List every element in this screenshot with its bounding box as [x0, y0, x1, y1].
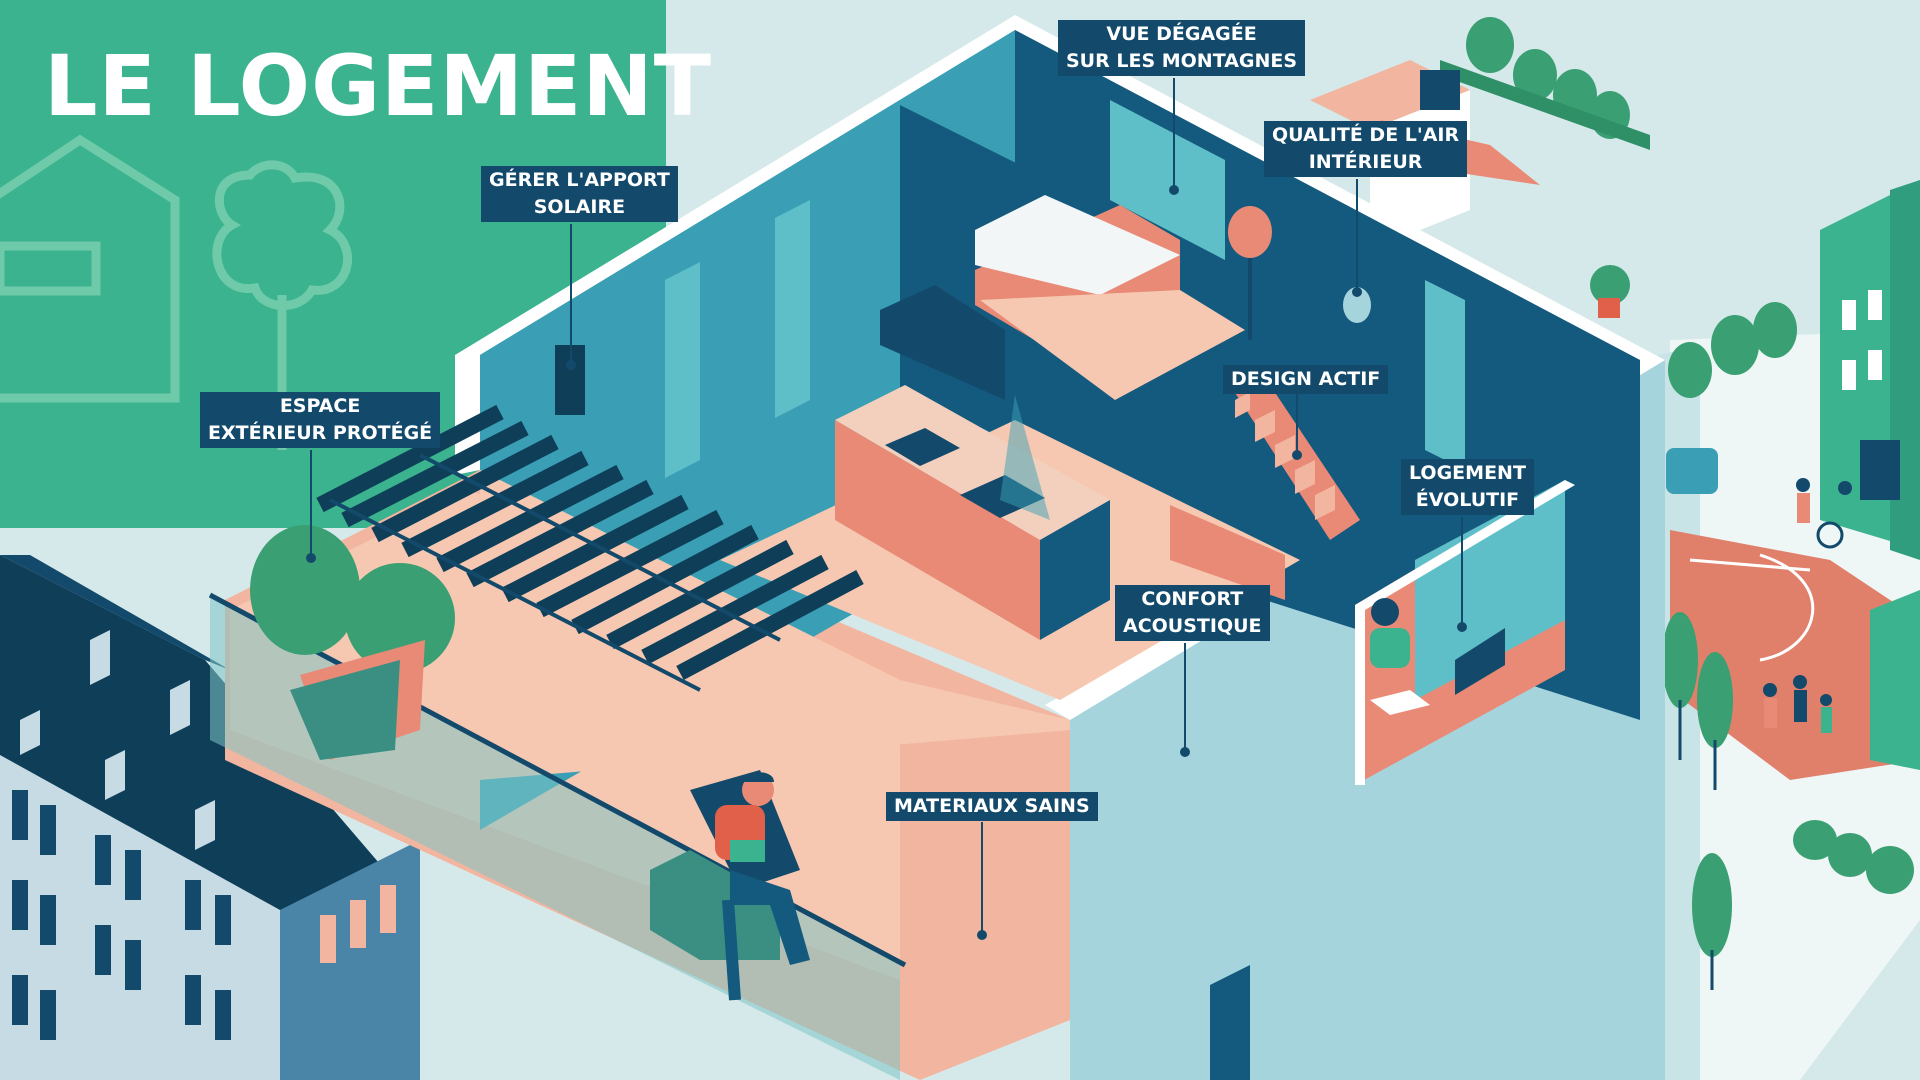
label-confort-line-2: ACOUSTIQUE	[1123, 615, 1262, 637]
label-espace-line-1: ESPACE	[279, 395, 361, 417]
label-espace-exterieur: ESPACE EXTÉRIEUR PROTÉGÉ	[200, 392, 441, 448]
kitchen-counter-front	[835, 420, 1040, 640]
label-vue-line-2: SUR LES MONTAGNES	[1066, 50, 1298, 72]
upper-cabinet	[880, 285, 1005, 400]
label-design-actif: DESIGN ACTIF	[1223, 365, 1389, 394]
potted-plant-terrace	[250, 525, 455, 760]
pergola-beams	[329, 453, 781, 692]
label-gerer-apport-solaire: GÉRER L'APPORT SOLAIRE	[481, 166, 678, 222]
living-window-1	[665, 262, 700, 478]
bed-mattress	[975, 195, 1180, 295]
bedroom-window	[1110, 100, 1225, 260]
trees-street	[1662, 612, 1733, 990]
label-vue-degagee: VUE DÉGAGÉE SUR LES MONTAGNES	[1058, 20, 1306, 76]
solar-shade	[555, 345, 585, 415]
green-building-windows	[1842, 290, 1900, 500]
label-design-line-1: DESIGN ACTIF	[1231, 368, 1381, 390]
kitchen-sink	[885, 428, 960, 466]
label-evolutif-line-1: LOGEMENT	[1409, 462, 1526, 484]
floor-lamp-shade	[1228, 206, 1272, 258]
house-outline-icon	[0, 134, 180, 403]
kitchen-counter-side	[1040, 500, 1110, 640]
bed-platform-floor	[980, 290, 1245, 400]
haussmann-roof-top	[0, 555, 230, 670]
basketball-court	[1670, 530, 1920, 780]
exterior-door	[1210, 965, 1250, 1080]
office-frame	[1355, 480, 1575, 785]
haussmann-dormers	[20, 630, 215, 850]
label-air-line-2: INTÉRIEUR	[1308, 151, 1423, 173]
building-front-wall	[455, 355, 480, 475]
people-street	[1763, 478, 1852, 733]
label-confort-acoustique: CONFORT ACOUSTIQUE	[1115, 585, 1270, 641]
page-title: LE LOGEMENT	[44, 37, 712, 135]
man-reading	[650, 770, 810, 1001]
air-vent-icon	[1343, 287, 1371, 323]
stair-landing-wall	[1170, 505, 1285, 600]
hedge-top-right	[1440, 60, 1650, 150]
person-working	[1370, 598, 1505, 715]
label-evolutif-line-2: ÉVOLUTIF	[1415, 489, 1520, 511]
distant-house-window	[1420, 70, 1460, 110]
pendant-light-cone-1	[1000, 395, 1050, 520]
small-building-right	[1870, 590, 1920, 770]
label-espace-line-2: EXTÉRIEUR PROTÉGÉ	[208, 422, 433, 444]
label-solaire-line-2: SOLAIRE	[533, 196, 626, 218]
label-vue-line-1: VUE DÉGAGÉE	[1106, 23, 1257, 45]
living-window-2	[775, 200, 810, 418]
haussmann-windows	[12, 790, 231, 1040]
bushes-bottom-right	[1793, 820, 1914, 894]
label-qualite-air: QUALITÉ DE L'AIR INTÉRIEUR	[1264, 121, 1468, 177]
label-confort-line-1: CONFORT	[1141, 588, 1244, 610]
haussmann-side-windows	[320, 885, 396, 963]
potted-plant-small	[1590, 265, 1630, 305]
label-logement-evolutif: LOGEMENT ÉVOLUTIF	[1401, 459, 1534, 515]
court-lines	[1689, 553, 1815, 662]
label-materiaux-sains: MATERIAUX SAINS	[886, 792, 1098, 821]
label-solaire-line-1: GÉRER L'APPORT	[489, 169, 670, 191]
haussmann-facade	[0, 755, 280, 1080]
office-room-back	[1415, 480, 1565, 700]
car	[1666, 448, 1718, 494]
label-air-line-1: QUALITÉ DE L'AIR	[1272, 124, 1460, 146]
side-window-right	[1425, 280, 1465, 470]
label-materiaux-line-1: MATERIAUX SAINS	[894, 795, 1090, 817]
green-building-side	[1890, 180, 1920, 560]
bushes-mid-right	[1668, 302, 1797, 398]
